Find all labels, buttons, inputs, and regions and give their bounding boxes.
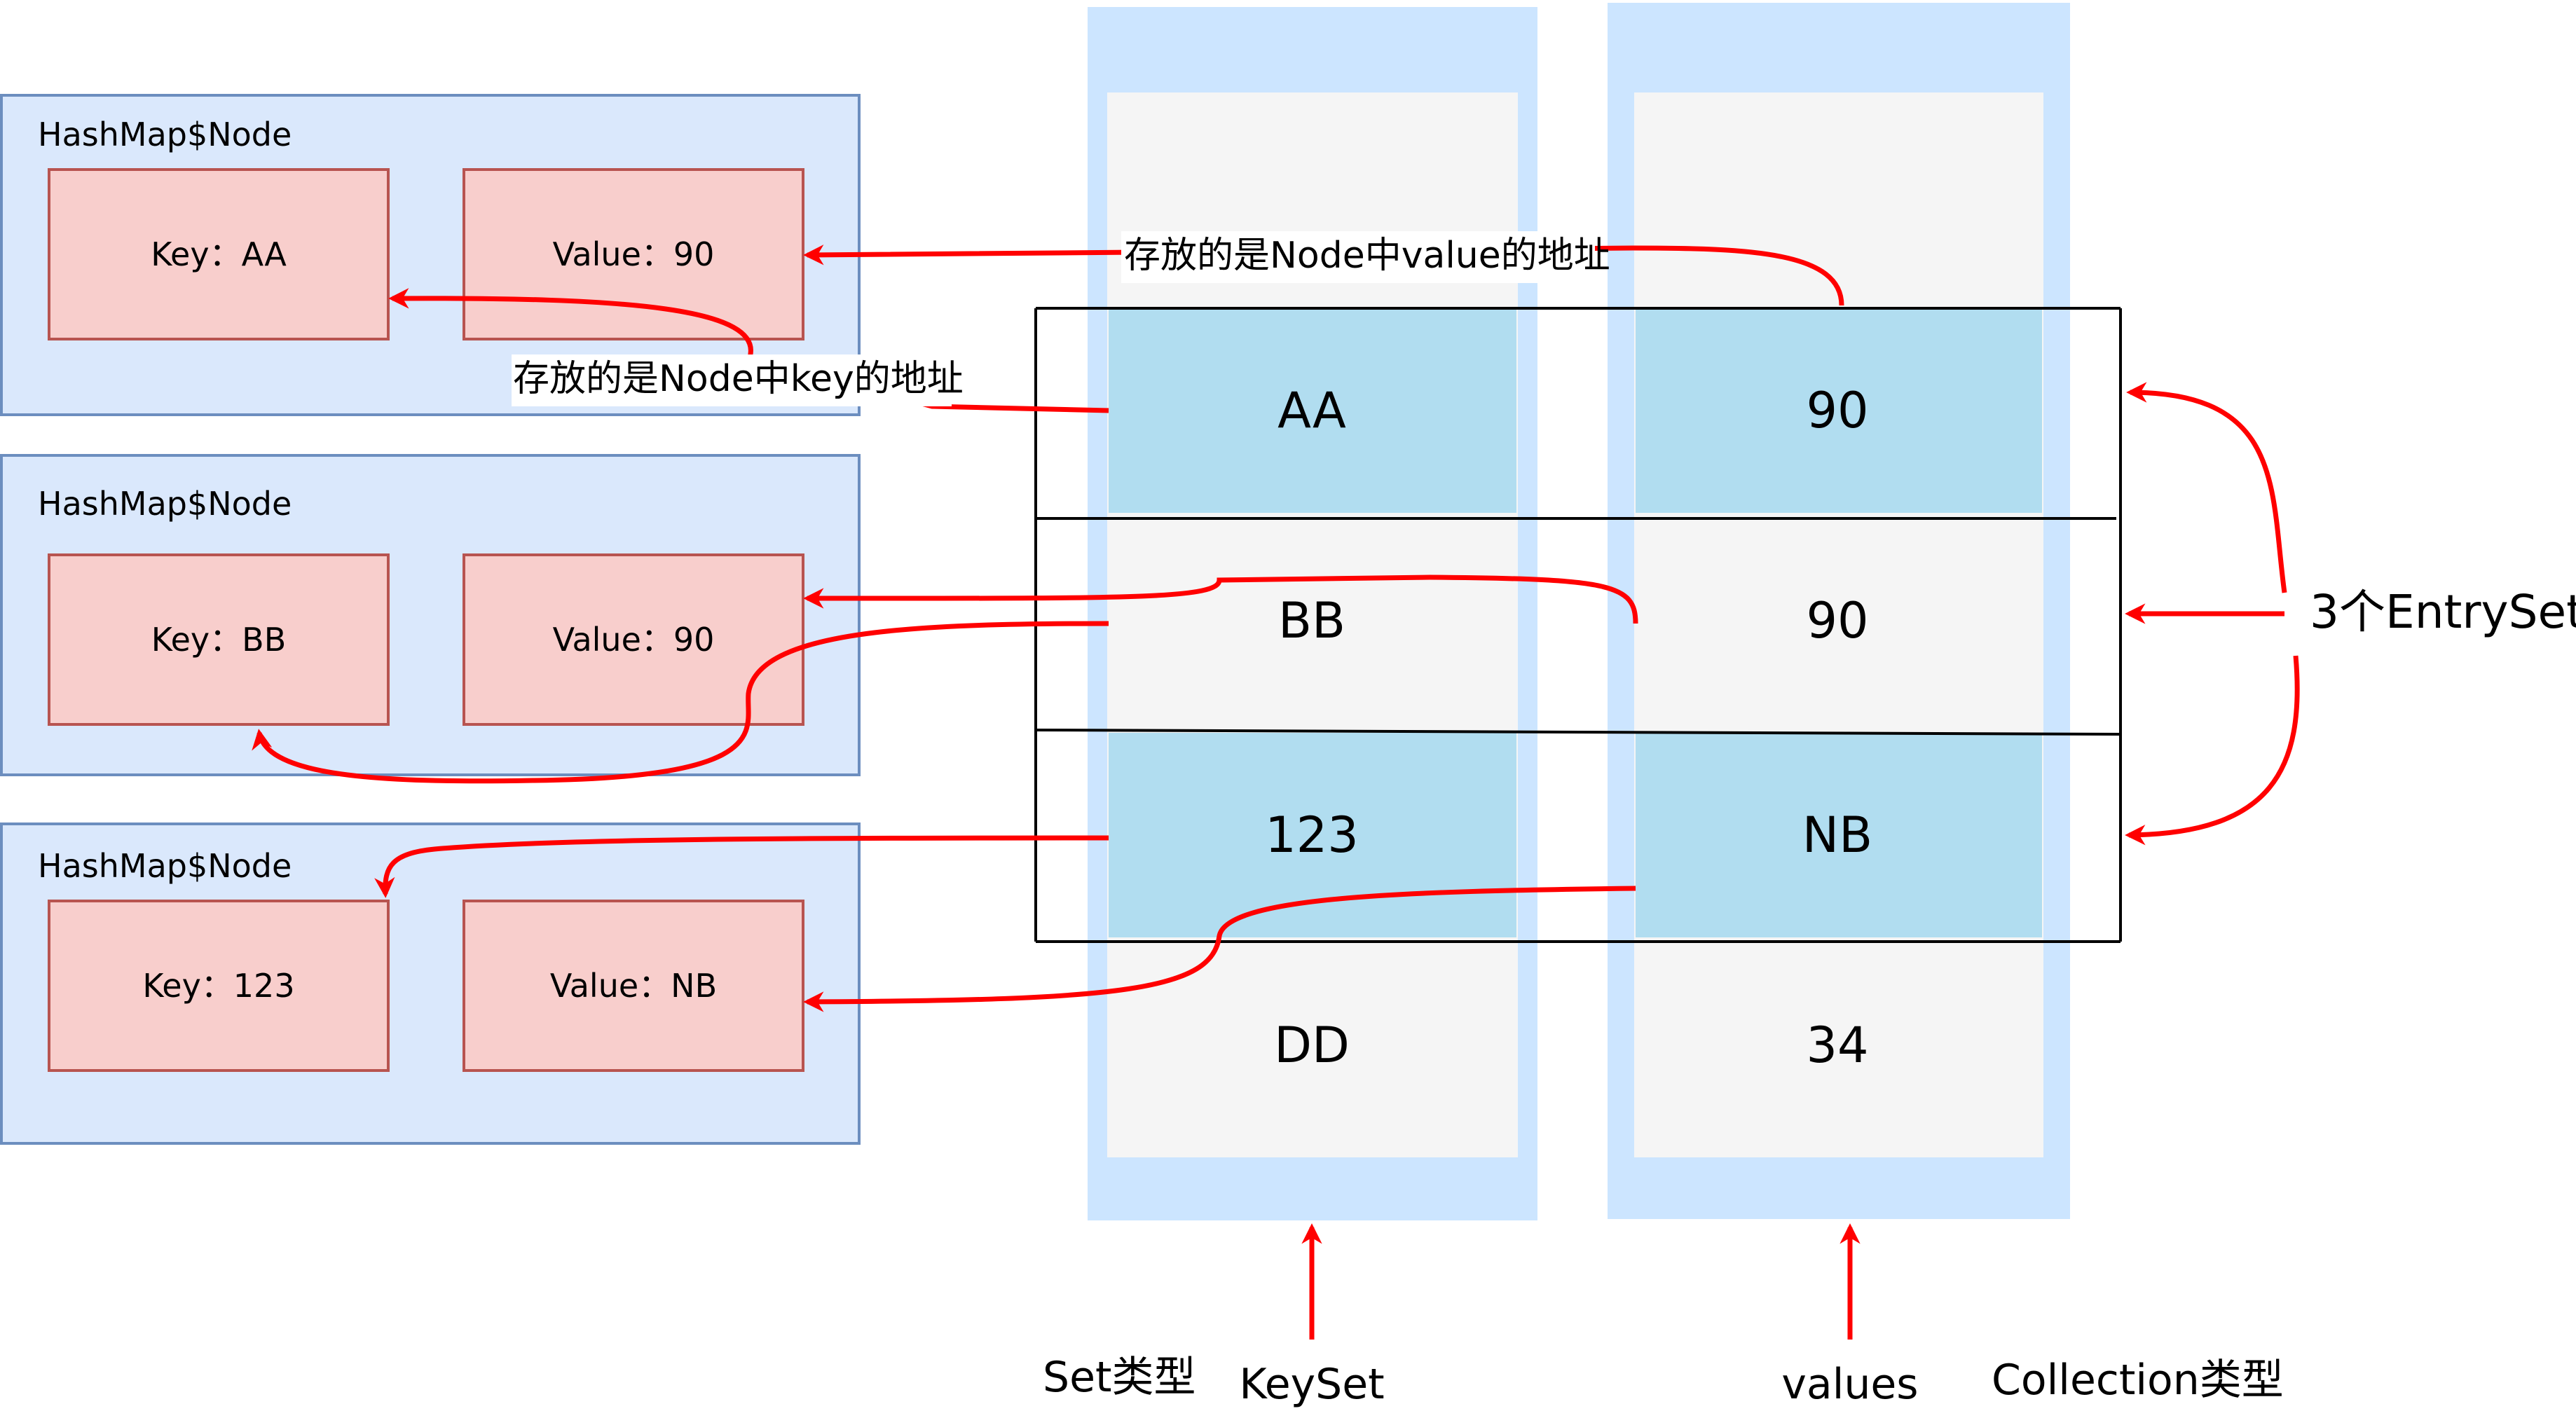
hashmap-node-3: HashMap$Node Key：123 Value：NB [0, 822, 861, 1145]
arrow-key-address [388, 288, 1109, 413]
hashmap-node-1: HashMap$Node Key：AA Value：90 [0, 94, 861, 416]
node-key-field: Key：BB [48, 553, 390, 726]
node-key-field: Key：AA [48, 168, 390, 340]
keyset-cell-2: 123 [1265, 806, 1359, 864]
annotation-value-address-text: 存放的是Node中value的地址 [1124, 235, 1610, 277]
annotation-key-address: 存放的是Node中key的地址 [512, 354, 964, 406]
arrow-node2-value [803, 574, 1638, 624]
node-value-field: Value：90 [463, 553, 804, 726]
annotation-key-address-text: 存放的是Node中key的地址 [513, 358, 964, 400]
keyset-type-label: Set类型 [1043, 1353, 1196, 1402]
node-key-field: Key：123 [48, 900, 390, 1072]
entryset-label: 3个EntrySet [2301, 577, 2576, 642]
node-value-text: Value：NB [550, 967, 717, 1005]
hashmap-node-2: HashMap$Node Key：BB Value：90 [0, 454, 861, 776]
arrow-node3-value [803, 886, 1636, 1012]
arrow-entryset-top [2126, 382, 2287, 593]
keyset-cell-3: DD [1274, 1017, 1350, 1074]
node-value-field: Value：90 [463, 168, 804, 340]
node-key-text: Key：123 [142, 967, 294, 1005]
values-label: values [1781, 1360, 1918, 1409]
node-title: HashMap$Node [38, 847, 292, 885]
values-column: 90 90 NB 34 [1608, 3, 2070, 1219]
values-cell-3: 34 [1806, 1017, 1868, 1074]
keyset-column: AA BB 123 DD [1088, 7, 1537, 1220]
keyset-cell-0: AA [1277, 382, 1346, 439]
values-cell-0: 90 [1806, 382, 1868, 439]
arrow-value-address [803, 245, 1844, 306]
values-cell-1: 90 [1806, 592, 1868, 649]
reference-arrows [252, 245, 2300, 1340]
node-title: HashMap$Node [38, 485, 292, 523]
arrow-node2-key [252, 621, 1109, 784]
values-cell-2: NB [1802, 806, 1872, 864]
node-value-text: Value：90 [553, 235, 715, 273]
node-value-field: Value：NB [463, 900, 804, 1072]
arrow-entryset-bottom [2125, 655, 2300, 846]
node-key-text: Key：BB [151, 621, 287, 659]
entryset-label-text: 3个EntrySet [2310, 585, 2576, 639]
node-title: HashMap$Node [38, 116, 292, 153]
values-type-label: Collection类型 [1992, 1356, 2284, 1405]
keyset-label: KeySet [1239, 1360, 1384, 1409]
arrow-node3-key [374, 835, 1109, 898]
keyset-cell-1: BB [1278, 592, 1345, 649]
node-value-text: Value：90 [553, 621, 715, 659]
node-key-text: Key：AA [151, 235, 287, 273]
annotation-value-address: 存放的是Node中value的地址 [1121, 231, 1610, 283]
